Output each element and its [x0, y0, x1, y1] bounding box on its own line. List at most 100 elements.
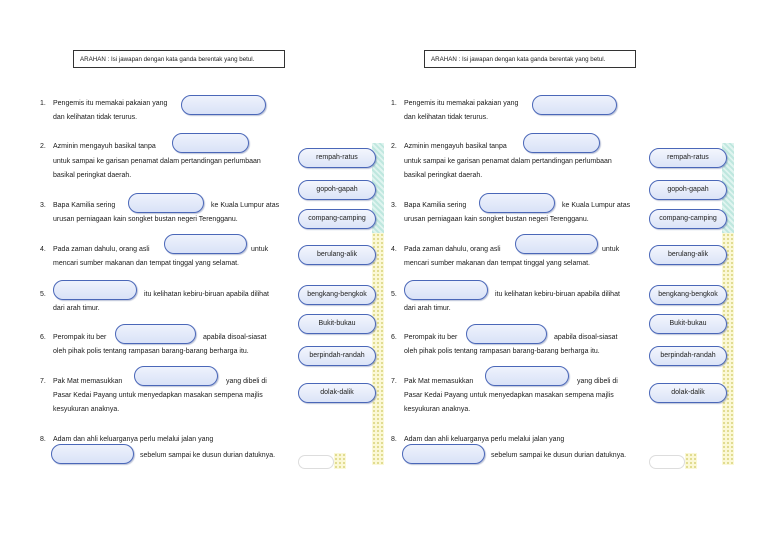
- answer-options-panel: rempah-ratus gopoh-gapah compang-camping…: [645, 143, 734, 469]
- q4-answer-blank[interactable]: [164, 234, 247, 254]
- q4-text: Pada zaman dahulu, orang asli: [53, 246, 150, 253]
- option-berulang-alik[interactable]: berulang-alik: [298, 245, 376, 265]
- option-rempah-ratus[interactable]: rempah-ratus: [649, 148, 727, 168]
- q6-text-tail: apabila disoal-siasat: [203, 334, 267, 341]
- q1-answer-blank[interactable]: [532, 95, 617, 115]
- q8-answer-blank[interactable]: [51, 444, 134, 464]
- q4-text-line2: mencari sumber makanan dan tempat tingga…: [53, 260, 239, 267]
- q7-number: 7.: [40, 378, 46, 385]
- instruction-box: ARAHAN : Isi jawapan dengan kata ganda b…: [424, 50, 636, 68]
- option-bukit-bukau[interactable]: Bukit-bukau: [298, 314, 376, 334]
- q5-number: 5.: [40, 291, 46, 298]
- q2-text-line2: untuk sampai ke garisan penamat dalam pe…: [404, 158, 612, 165]
- q4-text: Pada zaman dahulu, orang asli: [404, 246, 501, 253]
- option-dolak-dalik[interactable]: dolak-dalik: [298, 383, 376, 403]
- q7-answer-blank[interactable]: [485, 366, 569, 386]
- q8-answer-blank[interactable]: [402, 444, 485, 464]
- q5-text-tail: itu kelihatan kebiru-biruan apabila dili…: [495, 291, 620, 298]
- q3-answer-blank[interactable]: [479, 193, 555, 213]
- q5-answer-blank[interactable]: [404, 280, 488, 300]
- q7-text-line3: kesyukuran anaknya.: [53, 406, 120, 413]
- q2-text: Azminin mengayuh basikal tanpa: [53, 143, 156, 150]
- q3-number: 3.: [40, 202, 46, 209]
- q1-text: Pengemis itu memakai pakaian yang: [53, 100, 168, 107]
- option-berpindah-randah[interactable]: berpindah-randah: [649, 346, 727, 366]
- q1-text-line2: dan kelihatan tidak terurus.: [404, 114, 489, 121]
- q7-number: 7.: [391, 378, 397, 385]
- q2-text-line2: untuk sampai ke garisan penamat dalam pe…: [53, 158, 261, 165]
- option-compang-camping[interactable]: compang-camping: [298, 209, 376, 229]
- q3-text: Bapa Kamilia sering: [404, 202, 467, 209]
- option-berulang-alik[interactable]: berulang-alik: [649, 245, 727, 265]
- q8-number: 8.: [391, 436, 397, 443]
- q6-number: 6.: [391, 334, 397, 341]
- q1-number: 1.: [40, 100, 46, 107]
- q7-text-line3: kesyukuran anaknya.: [404, 406, 471, 413]
- q4-number: 4.: [40, 246, 46, 253]
- q8-text: Adam dan ahli keluarganya perlu melalui …: [53, 436, 214, 443]
- q6-text-tail: apabila disoal-siasat: [554, 334, 618, 341]
- q2-number: 2.: [391, 143, 397, 150]
- q6-number: 6.: [40, 334, 46, 341]
- q5-text-line2: dari arah timur.: [53, 305, 100, 312]
- q3-text-tail: ke Kuala Lumpur atas: [211, 202, 280, 209]
- q2-text-line3: basikal peringkat daerah.: [404, 172, 483, 179]
- q5-answer-blank[interactable]: [53, 280, 137, 300]
- q4-number: 4.: [391, 246, 397, 253]
- teal-strip: [372, 143, 384, 233]
- q2-number: 2.: [40, 143, 46, 150]
- option-compang-camping[interactable]: compang-camping: [649, 209, 727, 229]
- blank-tab: [298, 455, 334, 469]
- q7-text-tail: yang dibeli di: [226, 378, 267, 385]
- q1-text: Pengemis itu memakai pakaian yang: [404, 100, 519, 107]
- q2-answer-blank[interactable]: [523, 133, 600, 153]
- q3-text-line2: urusan perniagaan kain songket bustan ne…: [404, 216, 589, 223]
- q6-text: Perompak itu ber: [404, 334, 458, 341]
- q3-text-tail: ke Kuala Lumpur atas: [562, 202, 631, 209]
- q6-text-line2: oleh pihak polis tentang rampasan barang…: [404, 348, 600, 355]
- q8-number: 8.: [40, 436, 46, 443]
- q6-answer-blank[interactable]: [115, 324, 196, 344]
- q6-answer-blank[interactable]: [466, 324, 547, 344]
- option-rempah-ratus[interactable]: rempah-ratus: [298, 148, 376, 168]
- q1-number: 1.: [391, 100, 397, 107]
- option-dolak-dalik[interactable]: dolak-dalik: [649, 383, 727, 403]
- q7-text-line2: Pasar Kedai Payang untuk menyedapkan mas…: [404, 392, 614, 399]
- q2-text-line3: basikal peringkat daerah.: [53, 172, 132, 179]
- q7-text-line2: Pasar Kedai Payang untuk menyedapkan mas…: [53, 392, 263, 399]
- option-bengkang-bengkok[interactable]: bengkang-bengkok: [649, 285, 727, 305]
- q2-answer-blank[interactable]: [172, 133, 249, 153]
- q3-text: Bapa Kamilia sering: [53, 202, 116, 209]
- q7-text: Pak Mat memasukkan: [404, 378, 474, 385]
- q6-text-line2: oleh pihak polis tentang rampasan barang…: [53, 348, 249, 355]
- q7-answer-blank[interactable]: [134, 366, 218, 386]
- q3-answer-blank[interactable]: [128, 193, 204, 213]
- q1-answer-blank[interactable]: [181, 95, 266, 115]
- q1-text-line2: dan kelihatan tidak terurus.: [53, 114, 138, 121]
- q8-text: Adam dan ahli keluarganya perlu melalui …: [404, 436, 565, 443]
- worksheet-left: ARAHAN : Isi jawapan dengan kata ganda b…: [40, 50, 384, 469]
- option-bengkang-bengkok[interactable]: bengkang-bengkok: [298, 285, 376, 305]
- option-bukit-bukau[interactable]: Bukit-bukau: [649, 314, 727, 334]
- worksheet-right: ARAHAN : Isi jawapan dengan kata ganda b…: [351, 0, 735, 543]
- q5-number: 5.: [391, 291, 397, 298]
- q8-text-tail: sebelum sampai ke dusun durian datuknya.: [140, 452, 276, 459]
- q4-text-tail: untuk: [602, 246, 620, 253]
- teal-strip: [722, 143, 734, 233]
- q6-text: Perompak itu ber: [53, 334, 107, 341]
- q5-text-tail: itu kelihatan kebiru-biruan apabila dili…: [144, 291, 269, 298]
- instruction-box: ARAHAN : Isi jawapan dengan kata ganda b…: [73, 50, 285, 68]
- option-gopoh-gapah[interactable]: gopoh-gapah: [298, 180, 376, 200]
- q4-answer-blank[interactable]: [515, 234, 598, 254]
- q7-text: Pak Mat memasukkan: [53, 378, 123, 385]
- q8-text-tail: sebelum sampai ke dusun durian datuknya.: [491, 452, 627, 459]
- dotted-strip-bottom: [334, 453, 346, 469]
- option-berpindah-randah[interactable]: berpindah-randah: [298, 346, 376, 366]
- q3-text-line2: urusan perniagaan kain songket bustan ne…: [53, 216, 238, 223]
- q4-text-tail: untuk: [251, 246, 269, 253]
- q3-number: 3.: [391, 202, 397, 209]
- q5-text-line2: dari arah timur.: [404, 305, 451, 312]
- q4-text-line2: mencari sumber makanan dan tempat tingga…: [404, 260, 590, 267]
- option-gopoh-gapah[interactable]: gopoh-gapah: [649, 180, 727, 200]
- blank-tab: [649, 455, 685, 469]
